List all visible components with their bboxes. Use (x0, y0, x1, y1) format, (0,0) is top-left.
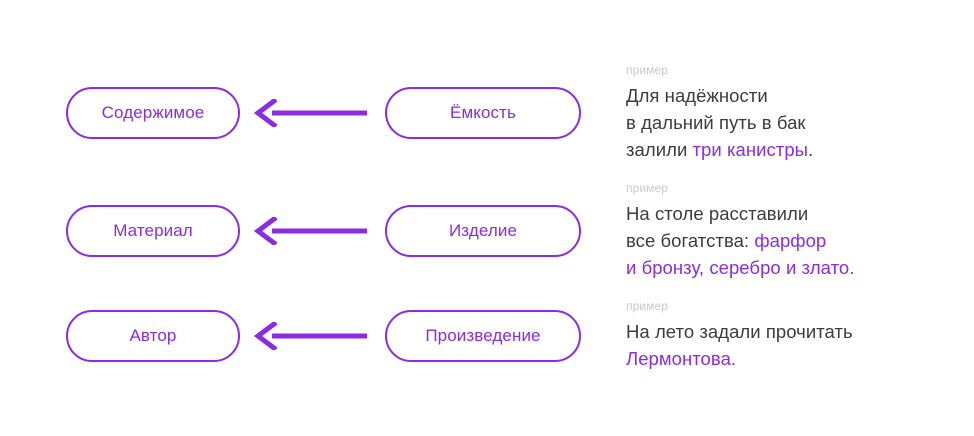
example-text-line: Лермонтова. (626, 345, 956, 372)
plain-text: все богатства: (626, 230, 755, 251)
example-text-line: и бронзу, серебро и злато. (626, 254, 956, 281)
example-caption: пример (626, 299, 669, 313)
arrow-left-icon (248, 310, 371, 362)
example-text-line: в дальний путь в бак (626, 109, 956, 136)
highlighted-term: три канистры (692, 139, 809, 160)
concept-pill-source-label: Произведение (425, 326, 541, 345)
example-text: Для надёжности в дальний путь в бак залили… (626, 82, 956, 163)
concept-pill-target[interactable]: Автор (66, 310, 240, 362)
plain-text: На столе расставили (626, 203, 809, 224)
plain-text: . (808, 139, 814, 160)
concept-pill-source[interactable]: Ёмкость (385, 87, 581, 139)
plain-text: На лето задали прочитать (626, 321, 853, 342)
concept-pill-source-label: Изделие (448, 221, 518, 240)
example-caption: пример (626, 181, 669, 195)
plain-text: в дальний путь в бак (626, 112, 806, 133)
relation-row: Содержимое Ёмкость (66, 87, 581, 139)
concept-pill-target[interactable]: Содержимое (66, 87, 240, 139)
concept-pill-target[interactable]: Материал (66, 205, 240, 257)
example-text-line: Для надёжности (626, 82, 956, 109)
arrow-left-icon (248, 205, 371, 257)
concept-pill-target-label: Содержимое (101, 103, 205, 122)
example-text-line: На лето задали прочитать (626, 318, 956, 345)
highlighted-term: Лермонтова. (626, 348, 737, 369)
concept-pill-source[interactable]: Произведение (385, 310, 581, 362)
example-text-line: залили три канистры. (626, 136, 956, 163)
example-caption: пример (626, 63, 669, 77)
arrow-left-icon (248, 87, 371, 139)
example-text-line: все богатства: фарфор (626, 227, 956, 254)
highlighted-term: и бронзу, серебро и злато. (626, 257, 855, 278)
concept-pill-target-label: Материал (113, 221, 193, 240)
example-text: На столе расставили все богатства: фарфор… (626, 200, 956, 281)
concept-pill-target-label: Автор (129, 326, 177, 345)
concept-pill-source[interactable]: Изделие (385, 205, 581, 257)
plain-text: Для надёжности (626, 85, 768, 106)
relation-row: Материал Изделие (66, 205, 581, 257)
concept-pill-source-label: Ёмкость (450, 103, 516, 122)
plain-text: залили (626, 139, 693, 160)
example-block: пример Для надёжности в дальний путь в ба… (626, 63, 956, 163)
relation-row: Автор Произведение (66, 310, 581, 362)
highlighted-term: фарфор (754, 230, 827, 251)
example-block: пример На столе расставили все богатства:… (626, 181, 956, 281)
example-text-line: На столе расставили (626, 200, 956, 227)
